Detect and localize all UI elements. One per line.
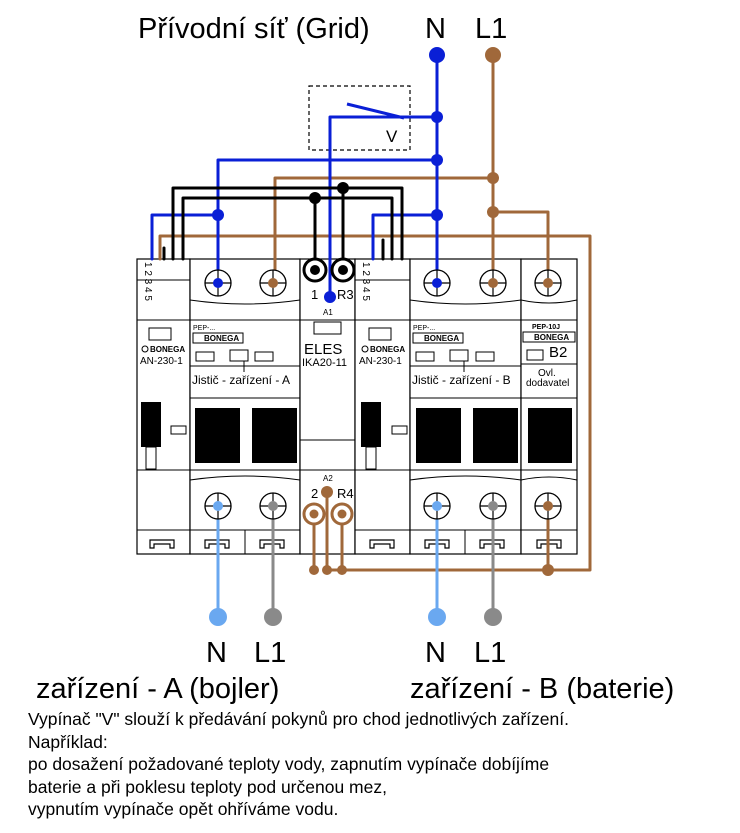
wire-ctrl-1 <box>171 186 404 261</box>
breaker-a-brand: BONEGA <box>204 334 239 343</box>
wire-l1-to-breaker-a <box>273 176 495 285</box>
wire-ctrl-4 <box>313 196 394 261</box>
description-line: baterie a při poklesu teploty pod určeno… <box>28 776 387 797</box>
grid-l1-label: L1 <box>475 13 507 45</box>
contactor-a-lever[interactable] <box>141 402 161 447</box>
contactor-b-model: AN-230-1 <box>359 356 402 367</box>
breaker-a-lever-1[interactable] <box>195 408 240 463</box>
description-line: Například: <box>28 731 108 752</box>
breaker-b2-name: B2 <box>549 344 567 361</box>
contactor-a-terminal-numbers: 1 2 3 4 5 <box>142 262 153 301</box>
device-a-label: zařízení - A (bojler) <box>36 673 279 705</box>
breaker-b2-model: PEP-10J <box>532 324 560 331</box>
out-a-n-label: N <box>206 637 227 669</box>
description-line: Vypínač "V" slouží k předávání pokynů pr… <box>28 709 569 729</box>
wire-n-to-breaker-a <box>216 158 439 285</box>
wire-l1-control-loop <box>158 234 592 572</box>
contactor-b-lever[interactable] <box>361 402 381 447</box>
contactor-a-model: AN-230-1 <box>140 356 183 367</box>
relay-t1: 1 <box>311 287 318 302</box>
device-b-label: zařízení - B (baterie) <box>410 673 674 705</box>
relay-a2: A2 <box>323 474 333 483</box>
breaker-b2-brand: BONEGA <box>534 333 569 342</box>
breaker-a-model: PEP-... <box>193 325 215 332</box>
relay-brand: ELES <box>304 341 342 358</box>
relay-r3: R3 <box>337 287 354 302</box>
breaker-b2-sub1: Ovl. <box>538 368 556 379</box>
junction-dots <box>209 47 554 626</box>
out-b-n-label: N <box>425 637 446 669</box>
diagram-title: Přívodní síť (Grid) <box>138 13 370 45</box>
description-line: vypnutím vypínače opět ohříváme vodu. <box>28 799 339 819</box>
contactor-b-terminal-numbers: 1 2 3 4 5 <box>360 262 371 301</box>
relay-a1: A1 <box>323 308 333 317</box>
breaker-a-lever-2[interactable] <box>252 408 297 463</box>
breaker-b-model: PEP-... <box>413 325 435 332</box>
relay-model: IKA20-11 <box>302 357 347 369</box>
breaker-b-brand: BONEGA <box>424 334 459 343</box>
breaker-b2-lever[interactable] <box>528 408 572 463</box>
module-dividers <box>137 279 578 554</box>
contactor-b-brand: BONEGA <box>370 345 405 354</box>
breaker-b2-sub2: dodavatel <box>526 378 569 389</box>
breaker-b-lever-2[interactable] <box>473 408 518 463</box>
grid-n-label: N <box>425 13 446 45</box>
out-a-l1-label: L1 <box>254 637 286 669</box>
description-text: Vypínač "V" slouží k předávání pokynů pr… <box>28 708 738 821</box>
relay-r4: R4 <box>337 486 354 501</box>
wire-ctrl-2 <box>181 196 317 272</box>
wire-n-contactor-b <box>371 213 439 261</box>
contactor-a-details: 1 2 3 4 5 BONEGA AN-230-1 <box>140 262 187 470</box>
relay-t2: 2 <box>311 486 318 501</box>
description-line: po dosažení požadované teploty vody, zap… <box>28 754 550 774</box>
relay-details: 1 R3 A1 ELES IKA20-11 A2 2 R4 <box>302 287 354 501</box>
breaker-b-details: PEP-... BONEGA Jistič - zařízení - B <box>410 325 521 463</box>
contactor-a-brand: BONEGA <box>150 345 185 354</box>
din-modules <box>136 258 578 555</box>
switch-v-label: V <box>386 127 398 146</box>
relay-terminals <box>302 257 356 526</box>
breaker-a-label: Jistič - zařízení - A <box>192 373 290 387</box>
breaker-b-label: Jistič - zařízení - B <box>412 373 511 387</box>
breaker-a-details: PEP-... BONEGA Jistič - zařízení - A <box>190 325 300 463</box>
contactor-b-details: 1 2 3 4 5 BONEGA AN-230-1 <box>359 262 408 470</box>
out-b-l1-label: L1 <box>474 637 506 669</box>
wire-n-contactor-a <box>150 213 220 261</box>
breaker-b-lever-1[interactable] <box>416 408 461 463</box>
wire-l1-to-b2 <box>491 210 550 285</box>
wire-n-switch <box>328 115 439 299</box>
breaker-b2-details: PEP-10J BONEGA B2 Ovl. dodavatel <box>521 324 577 463</box>
